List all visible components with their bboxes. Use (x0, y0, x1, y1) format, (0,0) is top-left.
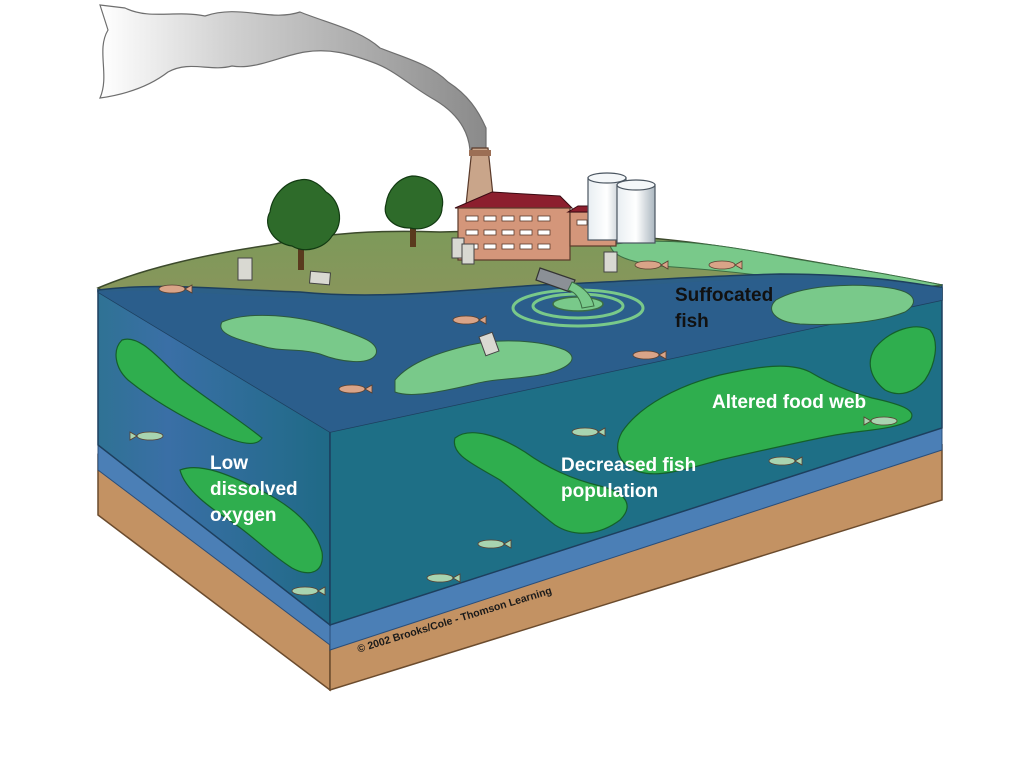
tree-left (267, 178, 341, 270)
smoke-plume (99, 4, 487, 151)
algae-cross-section-4 (617, 365, 913, 475)
fish-live-3 (768, 456, 803, 466)
fish-live-2 (571, 427, 606, 437)
fish-dead-6 (708, 260, 743, 270)
smokestack-band (469, 150, 491, 156)
outflow-ripple-inner (552, 296, 604, 312)
fish-group (129, 260, 898, 596)
discharge-pipe (535, 267, 576, 293)
label-low-dissolved-oxygen: Low dissolved oxygen (210, 453, 298, 526)
storage-tanks (587, 172, 656, 244)
fish-live-6 (426, 573, 461, 583)
label-decreased-fish-population: Decreased fish population (561, 455, 697, 502)
algae-cross-section-2 (179, 466, 323, 574)
fish-live-5 (477, 539, 512, 549)
fish-dead-4 (632, 350, 667, 360)
label-altered-food-web: Altered food web (712, 392, 867, 413)
fish-dead-2 (452, 315, 487, 325)
fish-live-1 (129, 431, 164, 441)
algae-bloom-surface-2 (394, 340, 573, 395)
algae-cross-section-3 (453, 432, 628, 534)
fish-live-7 (291, 586, 326, 596)
algae-bloom-surface-3 (771, 284, 914, 325)
fish-live-4 (863, 416, 898, 426)
algae-cross-section-1 (115, 338, 263, 444)
algae-cross-section-5 (869, 326, 937, 395)
effluent-stream (567, 281, 595, 309)
fish-dead-5 (634, 260, 669, 270)
algae-bloom-surface-1 (220, 314, 377, 363)
label-suffocated-fish: Suffocated fish (675, 285, 774, 332)
fish-dead-1 (158, 284, 193, 294)
fish-dead-3 (338, 384, 373, 394)
barrels (237, 237, 618, 357)
tree-right (384, 175, 444, 247)
